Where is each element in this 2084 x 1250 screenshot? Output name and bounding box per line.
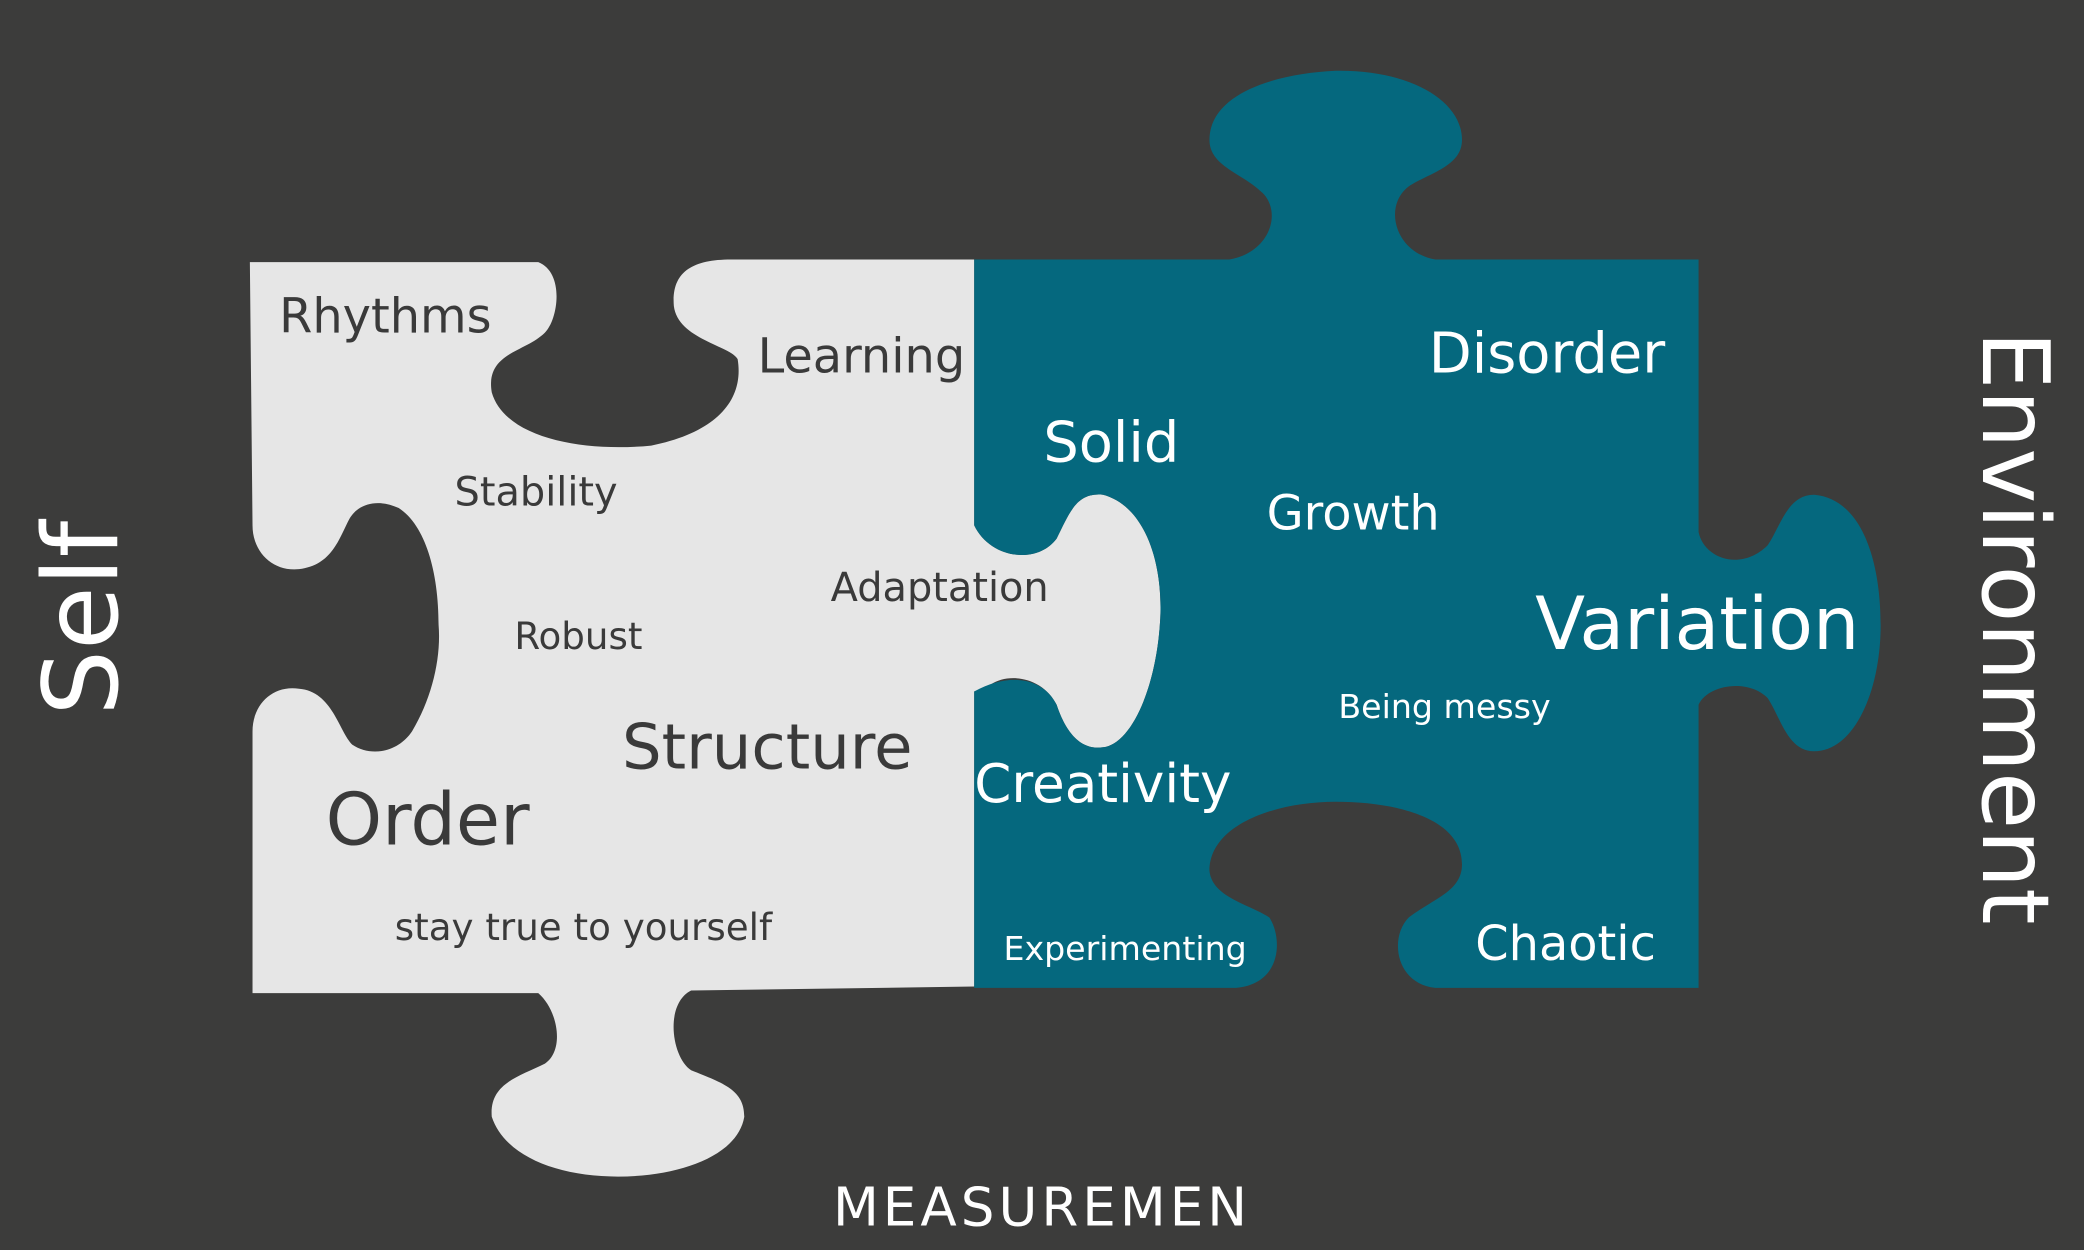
- word-learning: Learning: [758, 329, 966, 384]
- word-chaotic: Chaotic: [1475, 917, 1656, 972]
- word-robust: Robust: [514, 614, 642, 658]
- word-order: Order: [326, 777, 530, 861]
- word-variation: Variation: [1535, 582, 1859, 667]
- word-experimenting: Experimenting: [1003, 929, 1246, 968]
- word-stability: Stability: [455, 469, 618, 515]
- self-puzzle-piece: [249, 259, 1161, 1177]
- measuremen-logo: MEASUREMEN: [833, 1177, 1251, 1239]
- environment-puzzle-piece: [974, 70, 1881, 988]
- word-creativity: Creativity: [974, 753, 1231, 815]
- word-solid: Solid: [1043, 411, 1179, 476]
- self-label: Self: [22, 518, 142, 715]
- word-being-messy: Being messy: [1338, 687, 1550, 726]
- word-disorder: Disorder: [1429, 321, 1665, 386]
- word-growth: Growth: [1267, 486, 1440, 541]
- word-structure: Structure: [622, 711, 913, 784]
- environment-label: Environment: [1961, 331, 2069, 925]
- word-rhythms: Rhythms: [279, 290, 491, 345]
- word-adaptation: Adaptation: [831, 565, 1049, 611]
- word-stay-true: stay true to yourself: [395, 905, 773, 949]
